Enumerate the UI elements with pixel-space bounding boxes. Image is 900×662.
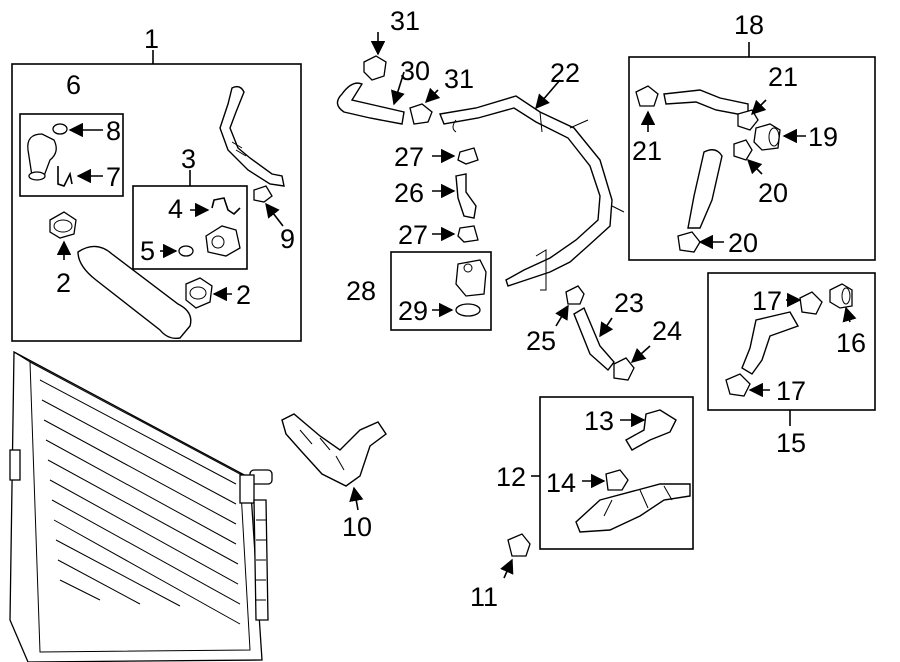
clamp-27-bottom (457, 225, 479, 243)
clamp-11 (507, 533, 531, 557)
coolant-pipe-12 (575, 483, 691, 533)
clamp-2-lower (185, 277, 213, 309)
clamp-31-left (363, 55, 387, 81)
callout-17-lower: 17 (776, 376, 806, 406)
group-box-12 (539, 396, 694, 550)
hose-13 (625, 409, 677, 451)
lower-hose (77, 245, 192, 340)
radiator (9, 350, 273, 662)
callout-9: 9 (280, 224, 295, 254)
callout-26: 26 (394, 178, 424, 208)
connector-19 (753, 123, 781, 151)
clamp-2-upper (49, 211, 77, 239)
thermostat-housing (205, 225, 241, 257)
callout-18: 18 (734, 10, 764, 40)
callout-16: 16 (836, 328, 866, 358)
callout-25: 25 (526, 326, 556, 356)
o-ring-29 (455, 303, 481, 317)
callout-10: 10 (342, 512, 372, 542)
hose-30 (336, 82, 405, 125)
callout-2-lower: 2 (236, 280, 251, 310)
connector-16 (829, 283, 853, 309)
outlet-housing-6 (27, 133, 57, 181)
callout-3: 3 (181, 144, 196, 174)
clamp-20-upper (733, 139, 753, 161)
clamp-17-lower (725, 373, 751, 397)
callout-14: 14 (546, 468, 576, 498)
clamp-24 (613, 357, 635, 381)
hose-26 (455, 173, 477, 219)
bypass-pipe (219, 85, 285, 187)
callout-20-upper: 20 (758, 178, 788, 208)
clamp-14 (605, 469, 629, 491)
group-box-18 (628, 56, 876, 261)
callout-15: 15 (776, 428, 806, 458)
sensor-4 (211, 197, 241, 216)
callout-6: 6 (66, 70, 81, 100)
callout-5: 5 (140, 236, 155, 266)
callout-4: 4 (168, 194, 183, 224)
callout-24: 24 (652, 316, 682, 346)
clamp-21-right (737, 109, 759, 131)
callout-13: 13 (584, 406, 614, 436)
callout-8: 8 (106, 116, 121, 146)
clamp-31-right (409, 103, 433, 125)
callout-19: 19 (808, 122, 838, 152)
clamp-9 (253, 185, 273, 203)
upper-hose-10 (281, 413, 387, 487)
callout-27-top: 27 (394, 142, 424, 172)
clamp-25 (565, 285, 585, 305)
clamp-27-top (457, 147, 479, 165)
hose-18-upper (663, 89, 749, 117)
clamp-21-left (635, 85, 659, 107)
callout-23: 23 (614, 288, 644, 318)
connector-28 (455, 259, 487, 297)
callout-17-upper: 17 (752, 286, 782, 316)
callout-1: 1 (144, 24, 159, 54)
callout-29: 29 (398, 296, 428, 326)
callouts: 1 6 8 7 3 4 5 9 2 2 10 31 30 31 22 27 26… (56, 6, 866, 612)
sensor-clip-7 (57, 166, 73, 187)
hose-18-lower (687, 149, 723, 229)
group-box-1 (11, 50, 302, 342)
callout-30: 30 (400, 56, 430, 86)
callout-2-upper: 2 (56, 268, 71, 298)
callout-21-left: 21 (632, 136, 662, 166)
callout-20-lower: 20 (728, 228, 758, 258)
callout-11: 11 (470, 582, 498, 612)
callout-12: 12 (496, 462, 526, 492)
group-box-28 (390, 251, 492, 331)
group-box-15 (707, 272, 876, 411)
callout-31-left: 31 (390, 6, 420, 36)
callout-21-right: 21 (768, 62, 798, 92)
callout-27-bottom: 27 (398, 220, 428, 250)
callout-7: 7 (106, 162, 121, 192)
hose-15 (741, 311, 800, 375)
callout-28: 28 (346, 276, 376, 306)
callout-22: 22 (550, 58, 580, 88)
group-box-6 (19, 113, 124, 197)
hose-23 (573, 306, 615, 372)
o-ring-5 (178, 245, 194, 257)
clamp-17-upper (799, 291, 823, 315)
clamp-20-lower (677, 231, 701, 253)
callout-31-right: 31 (444, 64, 474, 94)
seal-8 (52, 123, 68, 135)
